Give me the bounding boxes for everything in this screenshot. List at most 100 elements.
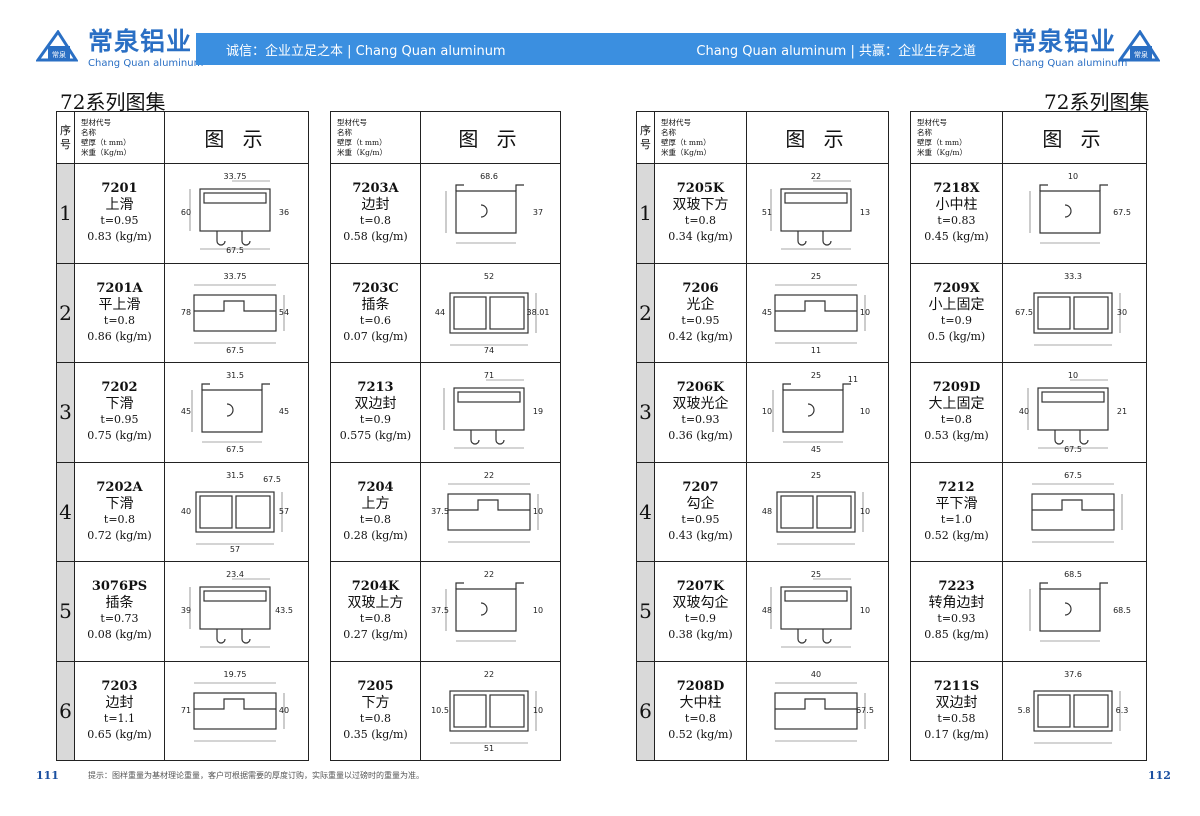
profile-drawing: 37.66.35.8: [1017, 670, 1128, 744]
dimension-label: 67.5: [263, 475, 281, 484]
header-spec-line: 型材代号: [661, 117, 691, 127]
header-spec: 型材代号名称壁厚（t mm）米重（Kg/m）: [74, 111, 165, 164]
brand-name-en: Chang Quan aluminum: [88, 58, 204, 69]
dimension-label: 67.5: [1064, 445, 1082, 454]
profile-name: 双玻上方: [347, 595, 404, 612]
row-number: 1: [636, 163, 655, 264]
brand-right: 常泉铝业 Chang Quan aluminum: [1012, 22, 1127, 69]
dimension-label: 45: [810, 445, 820, 454]
profile-drawing: 68.568.5: [1029, 570, 1131, 642]
dimension-label: 40: [1018, 407, 1028, 416]
profile-name: 转角边封: [928, 595, 985, 612]
dimension-label: 43.5: [275, 606, 293, 615]
dimension-label: 11: [810, 346, 820, 355]
profile-name: 光企: [686, 296, 715, 313]
wall-thickness: t=0.8: [684, 711, 717, 725]
header-spec-line: 米重（Kg/m）: [81, 147, 132, 157]
wall-thickness: t=0.8: [684, 214, 717, 228]
profile-name: 边封: [361, 197, 390, 214]
profile-code: 7209X: [933, 280, 980, 296]
brand-left: 常泉铝业 Chang Quan aluminum: [88, 22, 203, 69]
meter-weight: 0.34 (kg/m): [668, 230, 733, 244]
wall-thickness: t=0.8: [359, 612, 392, 626]
profile-code: 7201A: [96, 280, 143, 296]
dimension-label: 30: [1116, 308, 1126, 317]
wall-thickness: t=0.95: [100, 413, 139, 427]
profile-code: 7203C: [352, 280, 399, 296]
profile-name: 上滑: [105, 197, 134, 214]
dimension-label: 36: [278, 208, 288, 217]
meter-weight: 0.72 (kg/m): [87, 528, 152, 542]
profile-code: 7205K: [676, 181, 725, 197]
profile-code: 7211S: [933, 678, 980, 694]
dimension-label: 37.5: [431, 507, 449, 516]
profile-code: 7209D: [932, 380, 981, 396]
dimension-label: 71: [180, 706, 190, 715]
meter-weight: 0.575 (kg/m): [339, 429, 412, 443]
dimension-label: 68.5: [1113, 606, 1131, 615]
row-number: 4: [636, 461, 655, 562]
dimension-label: 48: [761, 507, 771, 516]
header-spec-line: 米重（Kg/m）: [661, 147, 712, 157]
header-spec-line: 米重（Kg/m）: [917, 147, 968, 157]
dimension-label: 10: [859, 308, 869, 317]
profile-code: 7207K: [676, 579, 725, 595]
meter-weight: 0.36 (kg/m): [668, 429, 733, 443]
dimension-label: 67.5: [226, 346, 244, 355]
profile-name: 双边封: [354, 396, 397, 413]
dimension-label: 40: [278, 706, 288, 715]
meter-weight: 0.08 (kg/m): [87, 628, 152, 642]
header-number: 序号: [56, 111, 75, 164]
wall-thickness: t=0.8: [359, 512, 392, 526]
dimension-label: 68.6: [480, 172, 498, 181]
meter-weight: 0.17 (kg/m): [924, 727, 989, 741]
profile-code: 7204K: [351, 579, 400, 595]
dimension-label: 23.4: [226, 570, 244, 579]
row-number: 3: [636, 362, 655, 463]
dimension-label: 25: [810, 471, 820, 480]
header-spec-line: 壁厚（t mm）: [337, 137, 387, 147]
profile-code: 7208D: [676, 678, 725, 694]
dimension-label: 60: [180, 208, 190, 217]
dimension-label: 11: [847, 375, 857, 384]
profile-name: 上方: [361, 495, 390, 512]
dimension-label: 44: [434, 308, 444, 317]
profile-code: 7205: [357, 678, 394, 694]
header-number-char: 号: [640, 137, 651, 151]
meter-weight: 0.45 (kg/m): [924, 230, 989, 244]
dimension-label: 54: [278, 308, 288, 317]
dimension-label: 10.5: [431, 706, 449, 715]
dimension-label: 10: [1067, 371, 1077, 380]
dimension-label: 40: [180, 507, 190, 516]
profile-name: 双玻下方: [672, 197, 729, 214]
